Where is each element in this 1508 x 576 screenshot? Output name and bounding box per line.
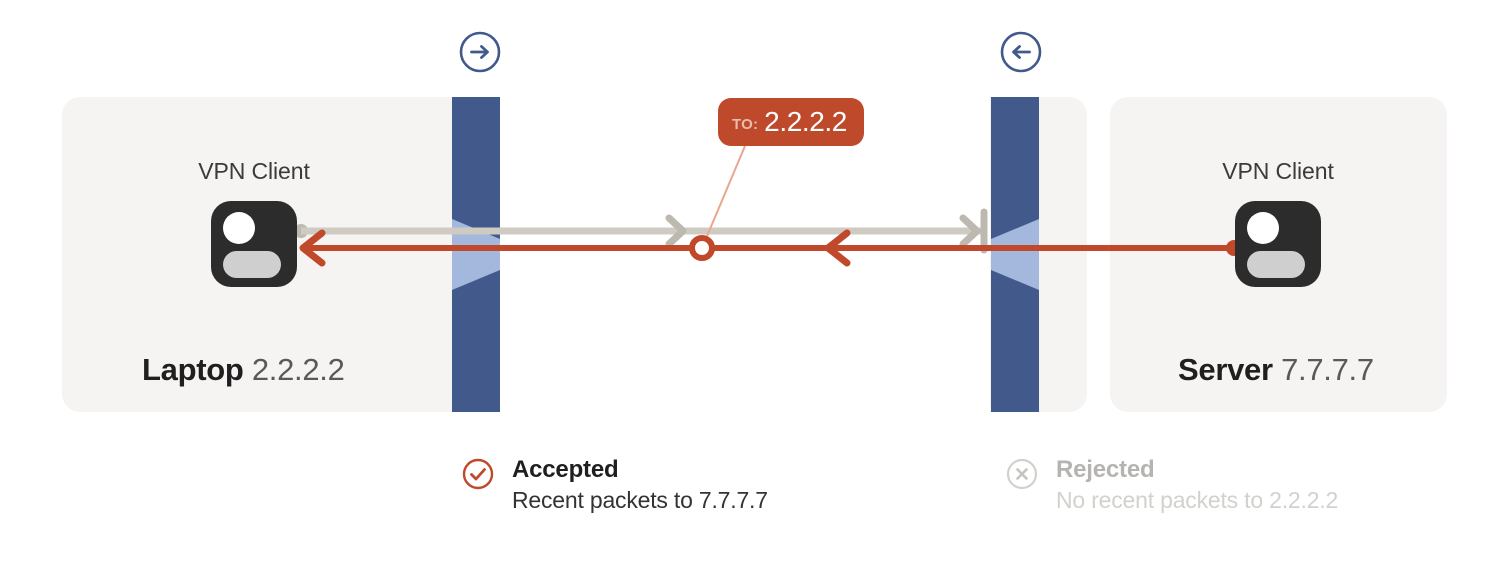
avatar-body-shape: [223, 251, 281, 278]
arrow-left-circle-icon[interactable]: [999, 30, 1043, 74]
badge-prefix-label: TO:: [732, 115, 759, 133]
device-name-server: Server: [1178, 352, 1273, 387]
legend-item-rejected[interactable]: Rejected No recent packets to 2.2.2.2: [1006, 456, 1338, 514]
avatar-head-shape: [223, 212, 255, 244]
packet-destination-badge[interactable]: TO: 2.2.2.2: [718, 98, 864, 146]
device-ip-server: 7.7.7.7: [1281, 352, 1374, 387]
device-label-server: Server 7.7.7.7: [1178, 352, 1374, 388]
device-ip-laptop: 2.2.2.2: [251, 352, 345, 387]
arrow-right-circle-icon[interactable]: [458, 30, 502, 74]
firewall-bar-right: [991, 97, 1039, 412]
check-circle-icon: [462, 458, 494, 490]
legend-accepted-text: Accepted Recent packets to 7.7.7.7: [512, 456, 768, 514]
legend-accepted-title: Accepted: [512, 456, 619, 483]
firewall-bar-left: [452, 97, 500, 412]
legend-rejected-subtitle: No recent packets to 2.2.2.2: [1056, 487, 1339, 514]
legend-item-accepted[interactable]: Accepted Recent packets to 7.7.7.7: [462, 456, 768, 514]
device-name-laptop: Laptop: [142, 352, 244, 387]
person-avatar-icon: [1235, 201, 1321, 287]
avatar-body-shape: [1247, 251, 1305, 278]
badge-address-label: 2.2.2.2: [764, 106, 847, 137]
firewall-funnel-right: [991, 219, 1039, 290]
person-avatar-icon: [211, 201, 297, 287]
device-label-laptop: Laptop 2.2.2.2: [142, 352, 345, 388]
legend-accepted-subtitle: Recent packets to 7.7.7.7: [512, 487, 768, 514]
node-server[interactable]: VPN Client: [1172, 158, 1384, 287]
x-circle-icon: [1006, 458, 1038, 490]
firewall-funnel-left: [452, 219, 500, 290]
node-laptop[interactable]: VPN Client: [148, 158, 360, 287]
node-laptop-caption: VPN Client: [198, 158, 310, 184]
avatar-head-shape: [1247, 212, 1279, 244]
node-server-caption: VPN Client: [1222, 158, 1334, 184]
legend-rejected-title: Rejected: [1056, 456, 1155, 483]
legend-rejected-text: Rejected No recent packets to 2.2.2.2: [1056, 456, 1338, 514]
